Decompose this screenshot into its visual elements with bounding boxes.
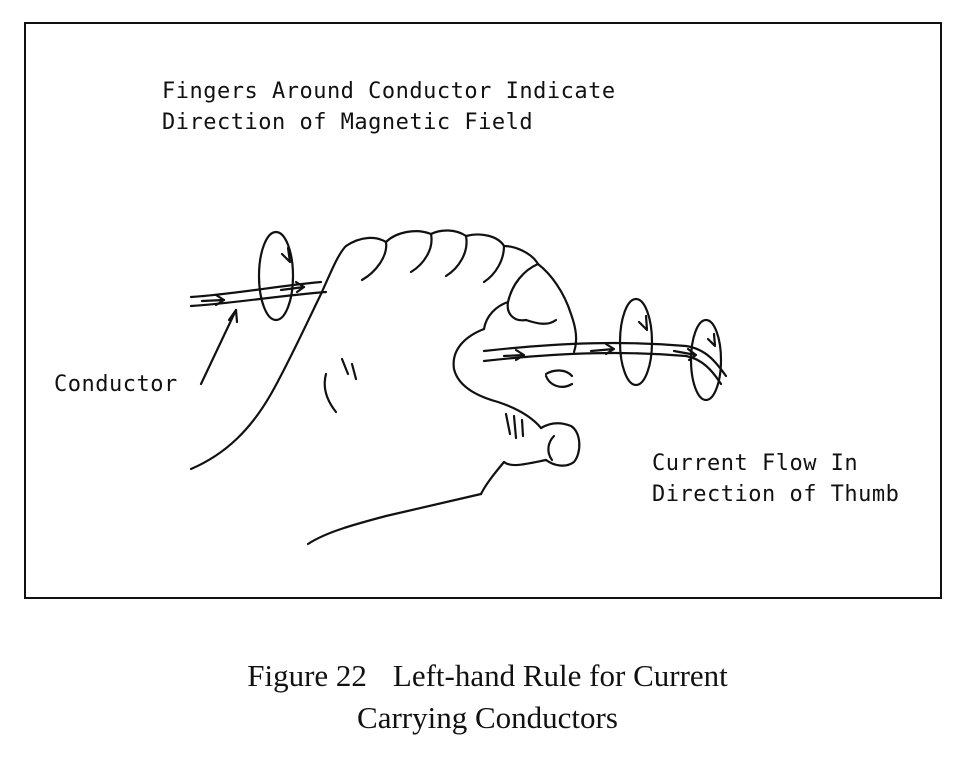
field-loop-right-2: [689, 318, 723, 402]
caption-title-line1: Left-hand Rule for Current: [392, 658, 728, 693]
conductor-wire-right: [482, 341, 728, 386]
current-flow-label-line1: Current Flow In: [652, 451, 859, 476]
caption-title-line2: Carrying Conductors: [357, 700, 618, 735]
conductor-label: Conductor: [54, 372, 178, 397]
current-flow-label: Current Flow In Direction of Thumb: [652, 448, 899, 510]
left-hand-rule-illustration: [189, 229, 728, 546]
field-loop-right-1: [618, 297, 654, 387]
figure-caption: Figure 22 Left-hand Rule for Current Carr…: [0, 655, 975, 739]
caption-line1: Figure 22 Left-hand Rule for Current: [0, 655, 975, 697]
current-flow-label-line2: Direction of Thumb: [652, 482, 900, 507]
fingers-label-line2: Direction of Magnetic Field: [162, 110, 534, 135]
conductor-pointer-arrow: [199, 308, 239, 386]
field-loop-left: [257, 230, 295, 322]
hand-drawing: [189, 229, 581, 546]
fingers-label: Fingers Around Conductor Indicate Direct…: [162, 76, 616, 138]
figure-frame: Fingers Around Conductor Indicate Direct…: [24, 22, 942, 599]
fingers-label-line1: Fingers Around Conductor Indicate: [162, 79, 616, 104]
figure-number: Figure 22: [247, 658, 367, 693]
